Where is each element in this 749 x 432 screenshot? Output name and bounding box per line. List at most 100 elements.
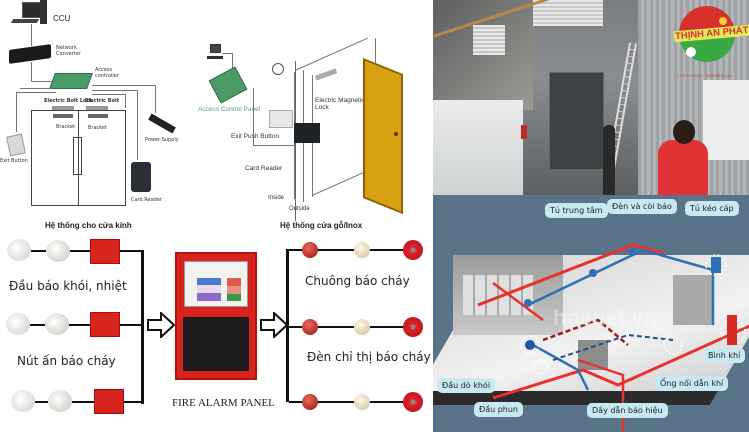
power-supply-icon [148,113,176,134]
computer-icon [210,44,221,53]
outside-label: Outside [289,206,310,212]
pipe-joint-highlight [663,335,683,355]
callout-central-cabinet: Tủ trung tâm [545,203,608,218]
wrapped-pallets [433,100,523,195]
card-reader-icon [294,123,320,143]
fire-alarm-diagram: Đầu báo khói, nhiệt Nút ấn báo cháy FI [0,232,433,432]
panel-keypad [183,317,249,371]
network-converter-icon [9,44,51,64]
bright-window [703,80,749,160]
gas-cylinder [727,315,737,345]
computer-icon [22,2,42,18]
warehouse-gate [549,72,604,170]
access-controller-board [49,73,93,89]
indicator-light-icon [354,242,370,258]
exit-button-label: Exit Button [0,158,28,164]
pull-cabinet [711,257,721,273]
manual-call-point-icon [94,389,124,414]
output-bus [286,249,289,402]
red-dashed-wire [542,318,629,346]
indicator-light-icon [354,319,370,335]
wood-door [363,58,403,215]
logo-white-dot [686,47,696,57]
fire-bell-label: Chuông báo cháy [305,274,410,288]
door-handle [73,137,82,175]
callout-gas-pipe: Ống nối dẫn khí [655,376,729,391]
bolt-lock-left [52,106,74,110]
callout-nozzle: Đầu phun [474,402,524,417]
strobe-icon [403,240,423,260]
manual-call-point-icon [90,312,120,337]
manual-call-point-label: Nút ấn báo cháy [17,354,116,368]
callout-signal-wire: Dây dẫn báo hiệu [587,403,668,418]
bracket-left-label: Bracket [56,124,76,130]
logo-yellow-dot [719,17,727,25]
power-supply-label: Power Supply [145,137,179,143]
strobe-icon [403,392,423,412]
watermark: hoanet.vn [553,305,657,330]
electric-bolt-lock-label: Electric Bolt Lock [44,98,93,104]
access-control-panel-label: Access Control Panel [198,106,261,113]
manual-call-point-icon [90,239,120,264]
access-control-panel-board [208,66,248,104]
card-reader-label: Card Reader [245,165,283,172]
callout-lights-sirens: Đèn và còi báo [607,199,677,214]
wood-door-caption: Hệ thống cửa gỗ/Inox [280,221,363,230]
arrow-right-icon [147,310,176,340]
red-gas-pipe [492,324,749,400]
red-gas-pipe [477,243,664,307]
inside-label: Inside [268,195,285,201]
panel-window [184,261,248,307]
exit-button-icon [6,133,26,157]
glass-door-diagram: CCU Network Converter Access controller … [0,0,200,232]
tower-icon [40,0,47,24]
blue-dashed-wire [552,333,674,361]
bracket-right-label: Bracket [88,125,108,131]
equipment-block [673,275,713,325]
callout-gas-cylinder: Bình khí [703,348,746,363]
pull-cabinet-highlight [705,254,727,276]
glass-door-caption: Hệ thống cho cửa kính [45,221,132,230]
arrow-right-icon [260,310,289,340]
exit-push-button-icon [269,110,293,128]
server-racks [463,275,533,315]
wood-door-diagram: Access Control Panel Electric Magnetic L… [195,0,433,232]
heat-detector-icon [48,390,72,412]
window-vent [533,0,603,26]
input-bus [141,250,144,404]
worker-on-ladder [603,125,615,195]
bolt-lock-right [86,106,108,110]
worker-head [673,120,695,144]
heat-detector-icon [46,240,70,262]
strobe-icon [403,317,423,337]
indicator-light-label: Đèn chỉ thị báo cháy [307,350,431,364]
bell-icon [302,242,318,258]
smoke-detector-icon [6,313,30,335]
ccu-label: CCU [53,14,71,23]
worker-red-shirt [658,140,708,195]
door-knob [394,132,398,136]
smoke-heat-detector-label: Đầu báo khói, nhiệt [9,279,127,293]
nozzle-highlight [533,359,549,375]
electric-bolt-label: Electric Bolt [85,98,120,104]
power-plug-icon [272,63,284,75]
bell-icon [302,394,318,410]
fire-alarm-panel-label: FIRE ALARM PANEL [172,397,275,409]
bell-icon [302,319,318,335]
gas-suppression-diagram: hoanet.vn Tủ trung tâm Đèn và còi báo Tủ… [433,195,749,432]
exit-push-button-label: Exit Push Button [231,133,280,140]
callout-pull-cabinet: Tủ kéo cáp [685,201,739,216]
callout-smoke-detector: Đầu dò khói [437,378,496,393]
pipe-network [477,243,749,432]
blue-signal-wire [532,343,590,391]
logo-tagline: CHỮ LỢI ÍCH - GẮN BỀN LÂU [677,73,733,78]
network-converter-label: Network Converter [56,45,81,57]
smoke-detector-icon [7,239,31,261]
smoke-detector-highlight [520,335,540,355]
heat-detector-icon [45,313,69,335]
bracket-left [53,114,73,118]
electric-magnetic-lock-label: Electric Magnetic Lock [315,97,365,112]
card-reader-label: Card Reader [131,197,162,203]
indicator-light-icon [354,394,370,410]
warehouse-photo: THỊNH AN PHÁT CHỮ LỢI ÍCH - GẮN BỀN LÂU [433,0,749,195]
